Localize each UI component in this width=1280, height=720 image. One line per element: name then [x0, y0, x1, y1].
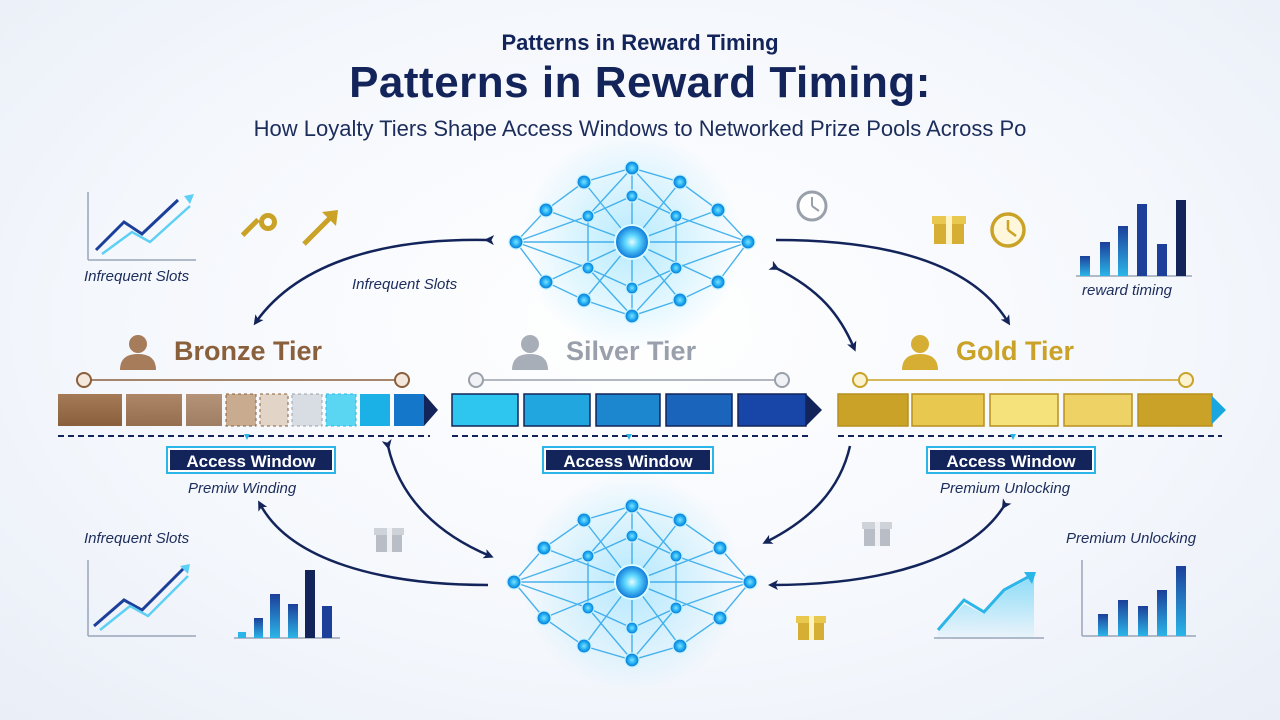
arrow-network-to-gold [775, 238, 1011, 326]
area-chart-bottom-right [934, 572, 1044, 639]
arrow-up-icon [302, 210, 338, 246]
label-top-left: Infrequent Slots [84, 268, 190, 285]
flow-arrows [253, 235, 1012, 590]
bar-chart-bottom-right [1081, 560, 1196, 637]
trend-chart-bottom-left [87, 560, 196, 637]
arrow-gold-network-diag [768, 260, 857, 352]
tier-title-bronze: Bronze Tier [174, 336, 323, 366]
gift-icon-gold-top [932, 216, 966, 244]
clock-icon-top [796, 190, 828, 222]
page-subtitle: How Loyalty Tiers Shape Access Windows t… [253, 116, 1027, 141]
user-icon-gold [902, 335, 938, 370]
gift-icon-gold-bottom [796, 616, 826, 640]
network-hub-bottom [614, 564, 650, 600]
arrow-bronze-bottom-network [381, 439, 494, 559]
user-icon-silver [512, 335, 548, 370]
label-bottom-right: Premium Unlocking [1066, 530, 1197, 547]
bar-chart-top-right [1076, 200, 1192, 277]
clock-icon-gold [990, 212, 1026, 248]
caption-bronze: Premiw Winding [188, 480, 297, 497]
gift-icon-silver-left [374, 528, 404, 552]
trend-chart-top-left [87, 192, 196, 261]
prize-pool-network-top [508, 132, 756, 352]
user-icon-bronze [120, 335, 156, 370]
gift-icon-silver-right [862, 522, 892, 546]
silver-access-segments [451, 393, 822, 427]
access-window-button-silver[interactable]: Access Window [542, 446, 714, 474]
page-title: Patterns in Reward Timing: [349, 58, 931, 107]
bronze-access-segments [58, 393, 438, 427]
tier-title-gold: Gold Tier [956, 336, 1075, 366]
label-top-right: reward timing [1082, 282, 1173, 299]
label-arrow-left: Infrequent Slots [352, 276, 458, 293]
gold-access-segments [837, 393, 1226, 427]
tier-title-silver: Silver Tier [566, 336, 697, 366]
arrow-bottom-network-left [258, 500, 489, 587]
access-window-button-bronze[interactable]: Access Window [166, 446, 336, 474]
network-hub-top [614, 224, 650, 260]
arrow-gold-to-bottom-network [762, 445, 852, 544]
prize-pool-network-bottom [506, 472, 758, 692]
caption-gold: Premium Unlocking [940, 480, 1071, 497]
arrow-gold-bottom-right [768, 498, 1012, 590]
key-icon [240, 213, 277, 237]
arrow-network-to-bronze [253, 235, 495, 326]
header-small-title: Patterns in Reward Timing [501, 30, 779, 55]
bar-chart-bottom-left [234, 570, 340, 639]
tier-rails [76, 372, 1194, 388]
access-window-button-gold[interactable]: Access Window [926, 446, 1096, 474]
label-bottom-left: Infrequent Slots [84, 530, 190, 547]
